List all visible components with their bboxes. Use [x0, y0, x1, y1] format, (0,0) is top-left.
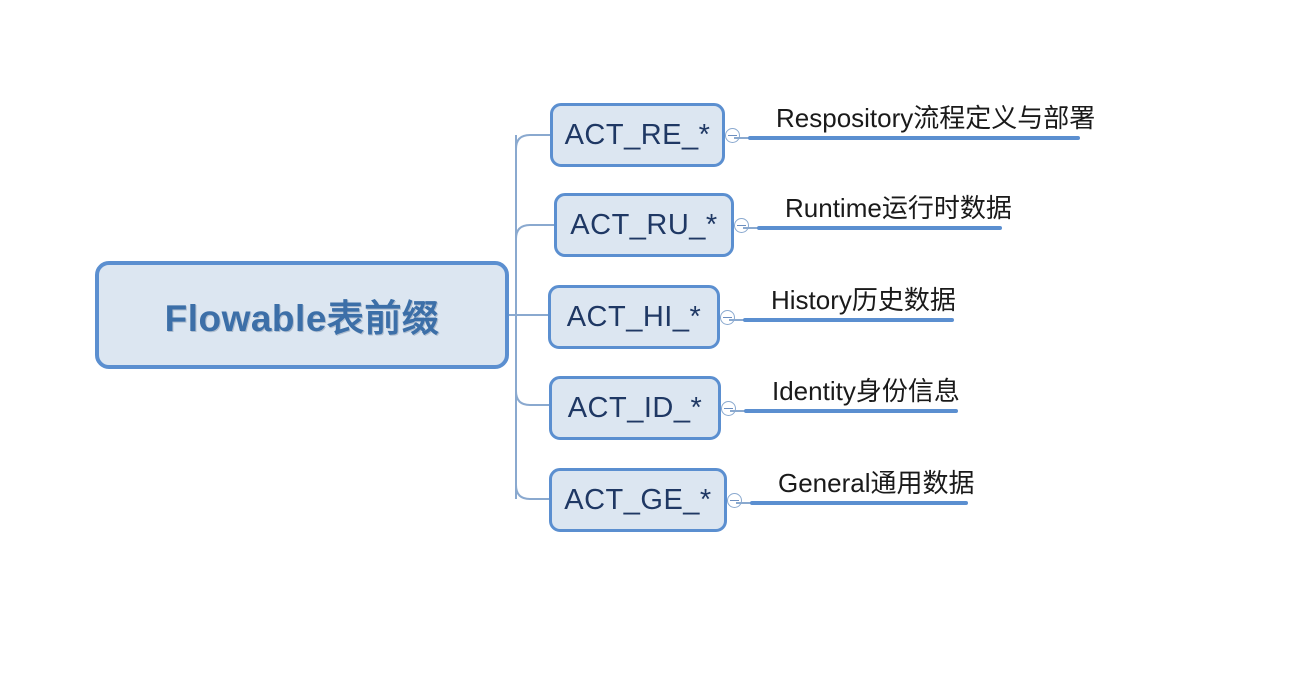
child-node-label: ACT_RE_* [564, 118, 711, 151]
leaf-underline [750, 501, 968, 505]
leaf-label: Identity身份信息 [772, 376, 960, 406]
leaf-branch-identity[interactable]: Identity身份信息 [730, 373, 962, 413]
root-node-label: Flowable表前缀 [164, 298, 440, 339]
child-node-act-ru[interactable]: ACT_RU_* [554, 193, 734, 257]
leaf-connector-stub [743, 227, 759, 229]
collapse-minus-icon[interactable] [721, 401, 736, 416]
collapse-minus-icon[interactable] [727, 493, 742, 508]
leaf-connector-stub [729, 319, 745, 321]
leaf-branch-repository[interactable]: Respository流程定义与部署 [734, 100, 1095, 140]
child-node-label: ACT_GE_* [564, 483, 712, 516]
leaf-underline [743, 318, 954, 322]
child-node-act-ge[interactable]: ACT_GE_* [549, 468, 727, 532]
child-node-act-id[interactable]: ACT_ID_* [549, 376, 721, 440]
collapse-minus-icon[interactable] [725, 128, 740, 143]
child-node-label: ACT_RU_* [570, 208, 718, 241]
child-node-label: ACT_HI_* [566, 300, 702, 333]
child-node-act-re[interactable]: ACT_RE_* [550, 103, 725, 167]
leaf-underline [757, 226, 1002, 230]
collapse-minus-icon[interactable] [734, 218, 749, 233]
leaf-branch-runtime[interactable]: Runtime运行时数据 [743, 190, 1012, 230]
leaf-label: General通用数据 [778, 468, 975, 498]
leaf-connector-stub [730, 410, 746, 412]
leaf-connector-stub [736, 502, 752, 504]
child-node-label: ACT_ID_* [567, 391, 703, 424]
child-node-act-hi[interactable]: ACT_HI_* [548, 285, 720, 349]
leaf-underline [748, 136, 1080, 140]
leaf-branch-general[interactable]: General通用数据 [736, 465, 975, 505]
leaf-label: Respository流程定义与部署 [776, 103, 1096, 133]
leaf-label: History历史数据 [771, 285, 956, 315]
collapse-minus-icon[interactable] [720, 310, 735, 325]
leaf-branch-history[interactable]: History历史数据 [729, 282, 958, 322]
leaf-connector-stub [734, 137, 750, 139]
leaf-underline [744, 409, 958, 413]
leaf-label: Runtime运行时数据 [785, 193, 1012, 223]
root-node[interactable]: Flowable表前缀 [95, 261, 509, 369]
